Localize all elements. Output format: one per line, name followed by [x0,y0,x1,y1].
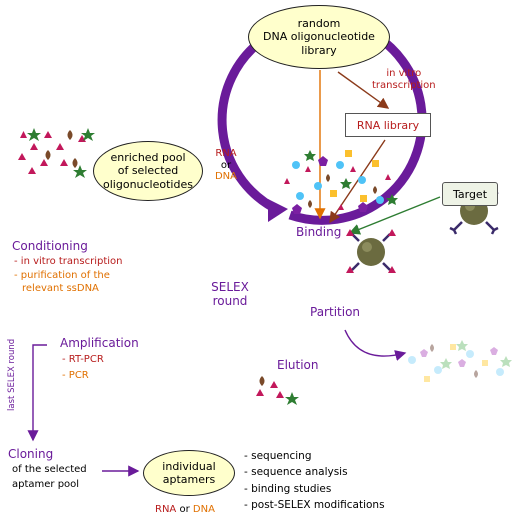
library-line1: random [297,17,341,31]
selex-cycle-arrowhead [268,199,288,222]
library-line3: library [301,43,337,57]
elution-shapes [256,376,299,405]
bound-target-icon [346,229,396,273]
in-vitro-label: in vitro transcription [372,68,436,91]
individual-aptamers-ellipse: individual aptamers [143,450,235,496]
rna-or-dna-top: RNA or DNA [211,148,241,183]
in-vitro-line1: in vitro [386,68,422,79]
elution-label: Elution [277,358,319,372]
target-to-binding-arrow [348,196,441,235]
partition-shapes [408,340,512,382]
amplification-item2: - PCR [62,370,89,381]
conditioning-title: Conditioning [12,239,88,253]
amplification-title: Amplification [60,336,139,350]
last-round-label: last SELEX round [7,338,18,411]
amplification-item1: - RT-PCR [62,354,104,365]
top-rna: RNA [215,148,237,159]
selex-round-label: SELEX round [200,280,260,309]
last-round-arrow [27,344,47,442]
selex-line1: SELEX [211,280,249,294]
selex-line2: round [212,293,248,308]
library-line2: DNA oligonucleotide [263,30,375,44]
enriched-shapes [18,128,95,178]
bottom-or: or [179,504,190,515]
individual-line2: aptamers [162,473,216,486]
binding-label: Binding [296,225,342,239]
conditioning-item3: relevant ssDNA [22,283,99,294]
enriched-line2: of selected [117,164,179,178]
library-mixture-shapes [284,150,398,214]
analysis-item-3: - binding studies [244,483,332,495]
conditioning-item1: - in vitro transcription [14,256,123,267]
partition-arrow [344,329,407,361]
analysis-item-1: - sequencing [244,450,312,462]
top-dna: DNA [214,171,238,182]
rna-or-dna-bottom: RNA or DNA [155,504,215,516]
bottom-dna: DNA [192,504,215,515]
bottom-rna: RNA [155,504,177,515]
enriched-line1: enriched pool [110,151,186,165]
conditioning-item2: - purification of the [14,270,110,281]
target-box: Target [442,182,498,206]
cloning-title: Cloning [8,447,54,461]
enriched-pool-ellipse: enriched pool of selected oligonucleotid… [93,141,203,201]
cloning-line1: of the selected [12,464,87,475]
partition-label: Partition [310,305,361,319]
enriched-line3: oligonucleotides [103,177,193,191]
rna-library-box: RNA library [345,113,431,137]
in-vitro-line2: transcription [372,79,436,91]
individual-line1: individual [162,459,216,473]
cloning-line2: aptamer pool [12,479,80,490]
analysis-item-4: - post-SELEX modifications [244,499,385,511]
library-to-rna-arrow [337,71,390,109]
analysis-item-2: - sequence analysis [244,466,348,478]
top-or: or [220,159,232,171]
dna-library-ellipse: random DNA oligonucleotide library [248,5,390,69]
